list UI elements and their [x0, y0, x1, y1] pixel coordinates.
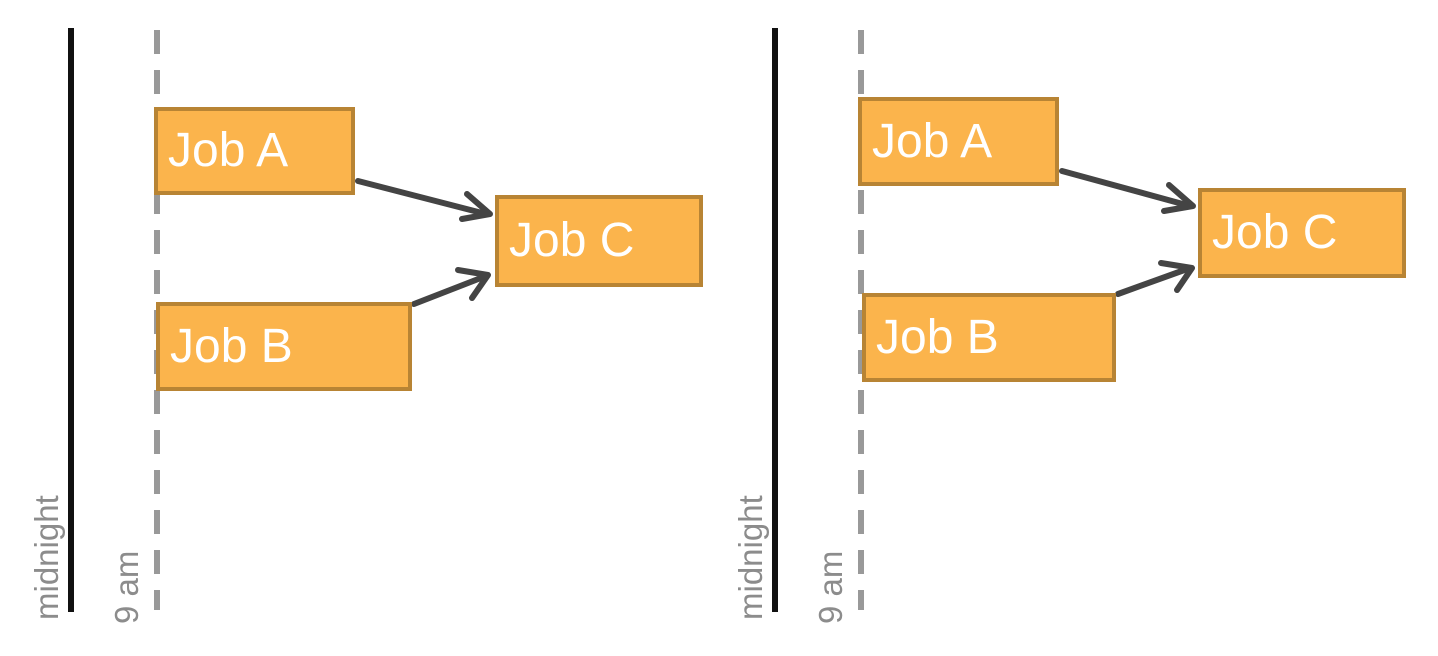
- job-a-box: Job A: [858, 97, 1059, 186]
- arrow-b-to-c: [411, 273, 489, 307]
- arrowhead-a-to-c: [459, 191, 493, 222]
- job-b-label: Job B: [170, 319, 293, 373]
- arrow-a-to-c: [355, 178, 489, 217]
- dependency-arrows: [1059, 168, 1196, 297]
- dependency-arrows: [355, 178, 493, 307]
- job-c-label: Job C: [509, 214, 635, 267]
- job-b-box: Job B: [862, 293, 1116, 382]
- arrowhead-b-to-c: [1158, 260, 1195, 293]
- job-a-label: Job A: [872, 114, 993, 168]
- arrow-a-to-c: [1059, 168, 1193, 209]
- job-a-box: Job A: [154, 107, 355, 195]
- arrowhead-a-to-c: [1161, 182, 1196, 214]
- job-c-box: Job C: [495, 195, 703, 287]
- job-a-label: Job A: [168, 124, 289, 177]
- job-c-label: Job C: [1212, 206, 1338, 259]
- job-b-box: Job B: [156, 302, 412, 391]
- nine-am-dashed-line: [858, 30, 864, 610]
- midnight-line: [68, 28, 74, 612]
- schedule-panel-left: midnight 9 am Job A Job B Job C: [28, 28, 703, 624]
- job-b-label: Job B: [876, 310, 999, 364]
- midnight-line: [772, 28, 778, 612]
- arrow-b-to-c: [1115, 265, 1193, 297]
- job-c-box: Job C: [1198, 188, 1406, 278]
- arrowhead-b-to-c: [455, 267, 491, 301]
- schedule-panel-right: midnight 9 am Job A Job B Job C: [704, 0, 1423, 656]
